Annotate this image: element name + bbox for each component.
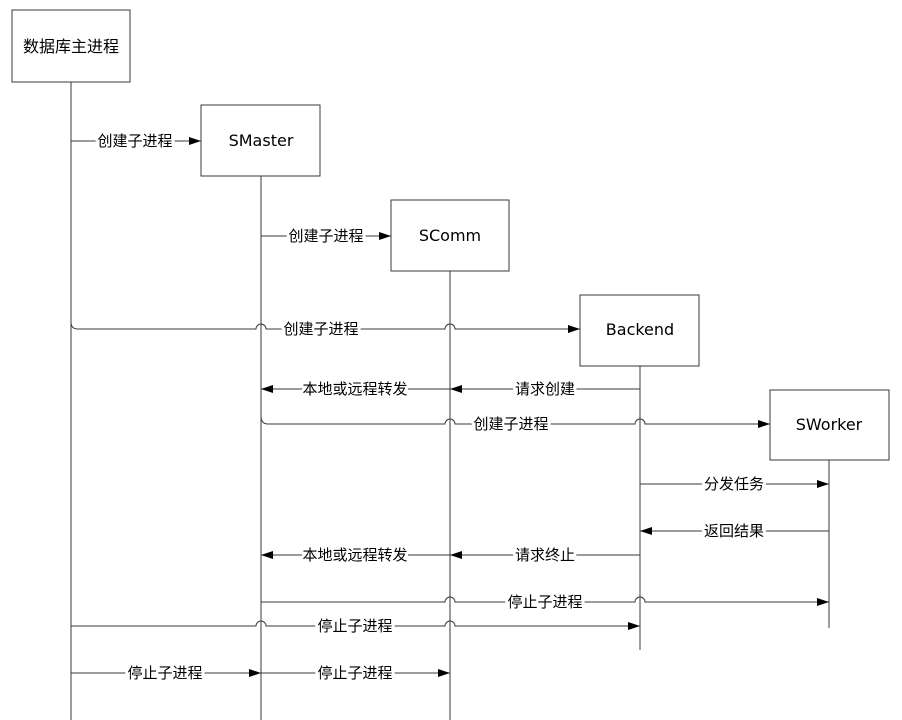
message-scomm-to-smaster-forward: 本地或远程转发 (261, 377, 450, 401)
participant-label: Backend (606, 320, 674, 339)
message-main-to-backend-stop: 停止子进程 (71, 614, 640, 638)
message-label: 分发任务 (704, 475, 764, 493)
message-main-to-smaster-create: 创建子进程 (71, 129, 201, 153)
participant-label: 数据库主进程 (23, 37, 119, 56)
message-label: 创建子进程 (473, 415, 548, 433)
message-backend-to-scomm-request-create: 请求创建 (450, 377, 640, 401)
participant-database-main-process: 数据库主进程 (11, 9, 131, 83)
message-smaster-to-scomm-create: 创建子进程 (261, 224, 391, 248)
message-label: 创建子进程 (288, 227, 363, 245)
message-arrow (70, 321, 580, 333)
message-arrow (261, 596, 829, 606)
message-arrow (71, 620, 640, 630)
message-label: 创建子进程 (97, 132, 172, 150)
message-arrow (260, 415, 770, 428)
message-backend-to-scomm-request-terminate: 请求终止 (450, 543, 640, 567)
message-smaster-to-sworker-stop: 停止子进程 (261, 590, 829, 614)
message-label: 返回结果 (704, 522, 764, 540)
participant-box (390, 199, 510, 272)
message-label: 停止子进程 (317, 664, 392, 682)
message-label: 创建子进程 (283, 320, 358, 338)
participant-label: SComm (419, 226, 481, 245)
message-backend-to-sworker-dispatch: 分发任务 (640, 472, 829, 496)
message-main-to-smaster-stop: 停止子进程 (71, 661, 261, 685)
message-scomm-to-smaster-forward-2: 本地或远程转发 (261, 543, 450, 567)
participant-backend: Backend (579, 294, 700, 367)
participant-label: SWorker (796, 415, 863, 434)
message-smaster-to-sworker-create: 创建子进程 (260, 412, 770, 436)
participant-box (769, 389, 890, 461)
participant-box (11, 9, 131, 83)
message-label: 本地或远程转发 (302, 546, 407, 564)
message-label: 停止子进程 (317, 617, 392, 635)
message-smaster-to-scomm-stop: 停止子进程 (261, 661, 450, 685)
message-label: 停止子进程 (127, 664, 202, 682)
message-label: 本地或远程转发 (302, 380, 407, 398)
message-sworker-to-backend-result: 返回结果 (640, 519, 829, 543)
participant-scomm: SComm (390, 199, 510, 272)
message-main-to-backend-create: 创建子进程 (70, 317, 580, 341)
message-label: 请求终止 (515, 546, 575, 564)
participant-label: SMaster (229, 131, 294, 150)
participant-box (579, 294, 700, 367)
message-label: 请求创建 (515, 380, 575, 398)
message-label: 停止子进程 (507, 593, 582, 611)
participant-sworker: SWorker (769, 389, 890, 461)
participant-smaster: SMaster (200, 104, 321, 177)
